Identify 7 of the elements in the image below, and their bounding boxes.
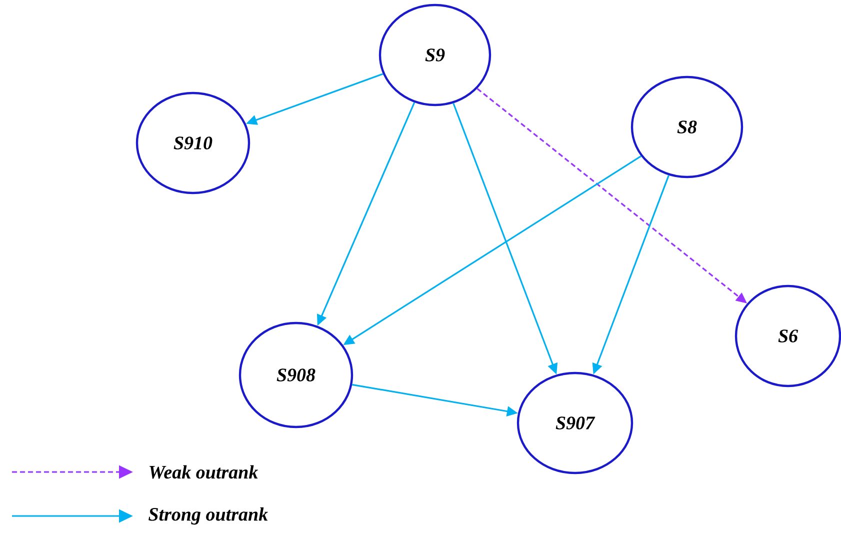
ellipse-node: S8 (630, 76, 744, 178)
ellipse-node: S907 (516, 372, 634, 474)
ellipse-node: S908 (238, 322, 354, 428)
ellipse-node: S9 (378, 4, 492, 106)
ellipse-node: S910 (136, 92, 250, 194)
legend-text: Strong outrank (148, 507, 268, 525)
legend-text: Weak outrank (150, 465, 258, 479)
